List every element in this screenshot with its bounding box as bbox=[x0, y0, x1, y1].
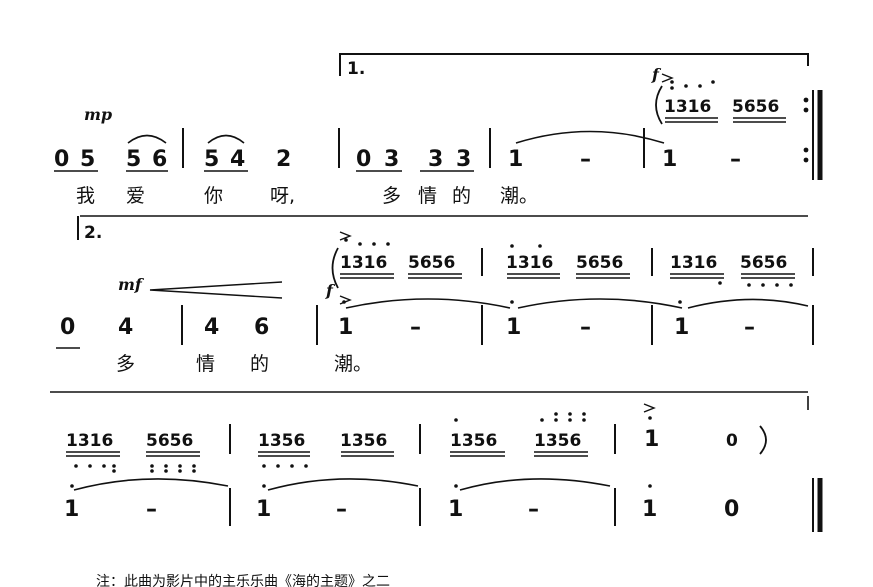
note: 6 bbox=[254, 315, 269, 340]
note: 1 bbox=[642, 497, 657, 522]
dash: – bbox=[730, 147, 741, 172]
dash: – bbox=[410, 315, 421, 340]
upper-note-group: 1356 bbox=[534, 431, 581, 451]
upper-note-group: 5656 bbox=[146, 431, 193, 451]
upper-note-group: 5656 bbox=[576, 253, 623, 273]
note: 3 bbox=[384, 147, 399, 172]
dash: – bbox=[744, 315, 755, 340]
note: 5 bbox=[80, 147, 95, 172]
note: 1 bbox=[338, 315, 353, 340]
upper-voice-bracket bbox=[655, 85, 663, 125]
lyric: 你 bbox=[204, 185, 223, 207]
lyric: 多 bbox=[382, 185, 401, 207]
lyric: 情 bbox=[196, 353, 215, 375]
note: 1 bbox=[506, 315, 521, 340]
rest: 0 bbox=[726, 431, 738, 451]
upper-note-group: 1356 bbox=[340, 431, 387, 451]
note: 6 bbox=[152, 147, 167, 172]
lyric: 我 bbox=[76, 185, 95, 207]
dash: – bbox=[336, 497, 347, 522]
upper-note-group: 1316 bbox=[66, 431, 113, 451]
dash: – bbox=[528, 497, 539, 522]
note: 5 bbox=[204, 147, 219, 172]
dynamic-f: f bbox=[325, 281, 336, 300]
slur bbox=[207, 134, 245, 144]
note: 0 bbox=[60, 315, 75, 340]
note: 1 bbox=[256, 497, 271, 522]
note: 1 bbox=[644, 427, 659, 452]
note: 3 bbox=[428, 147, 443, 172]
octave-dots bbox=[70, 80, 809, 488]
note: 5 bbox=[126, 147, 141, 172]
dynamic-f: f bbox=[651, 65, 662, 84]
lyric: 的 bbox=[250, 353, 269, 375]
upper-note-group: 1316 bbox=[506, 253, 553, 273]
lyric: 爱 bbox=[126, 185, 145, 207]
upper-note-group: 5656 bbox=[732, 97, 779, 117]
dash: – bbox=[580, 147, 591, 172]
lyric: 情 bbox=[418, 185, 437, 207]
upper-voice-bracket bbox=[331, 247, 339, 289]
dash: – bbox=[580, 315, 591, 340]
lyric: 潮。 bbox=[500, 185, 538, 207]
crescendo-hairpin bbox=[149, 281, 283, 299]
note: 4 bbox=[204, 315, 219, 340]
note: 1 bbox=[662, 147, 677, 172]
volta-1-label: 1. bbox=[347, 59, 365, 79]
upper-note-group: 5656 bbox=[408, 253, 455, 273]
note: 0 bbox=[54, 147, 69, 172]
upper-note-group: 1356 bbox=[258, 431, 305, 451]
volta-2-label: 2. bbox=[84, 223, 102, 243]
upper-note-group: 1316 bbox=[664, 97, 711, 117]
lyric: 多 bbox=[116, 353, 135, 375]
lyric: 的 bbox=[452, 185, 471, 207]
note: 0 bbox=[356, 147, 371, 172]
lyric: 呀, bbox=[270, 185, 295, 207]
note: 1 bbox=[448, 497, 463, 522]
volta-1-bracket bbox=[339, 53, 809, 76]
upper-note-group: 1316 bbox=[340, 253, 387, 273]
upper-note-group: 1316 bbox=[670, 253, 717, 273]
note: 4 bbox=[230, 147, 245, 172]
note: 1 bbox=[64, 497, 79, 522]
note: 2 bbox=[276, 147, 291, 172]
tie bbox=[515, 130, 665, 144]
note: 1 bbox=[674, 315, 689, 340]
upper-note-group: 5656 bbox=[740, 253, 787, 273]
footnote: 注：此曲为影片中的主乐乐曲《海的主题》之二 bbox=[96, 574, 390, 587]
upper-note-group: 1356 bbox=[450, 431, 497, 451]
rest: 0 bbox=[724, 497, 739, 522]
note: 3 bbox=[456, 147, 471, 172]
slur bbox=[127, 134, 167, 144]
accent bbox=[661, 73, 674, 83]
lyric: 潮。 bbox=[334, 353, 372, 375]
dynamic-mp: mp bbox=[84, 105, 112, 124]
note: 4 bbox=[118, 315, 133, 340]
note: 1 bbox=[508, 147, 523, 172]
dynamic-mf: mf bbox=[118, 275, 145, 294]
dash: – bbox=[146, 497, 157, 522]
